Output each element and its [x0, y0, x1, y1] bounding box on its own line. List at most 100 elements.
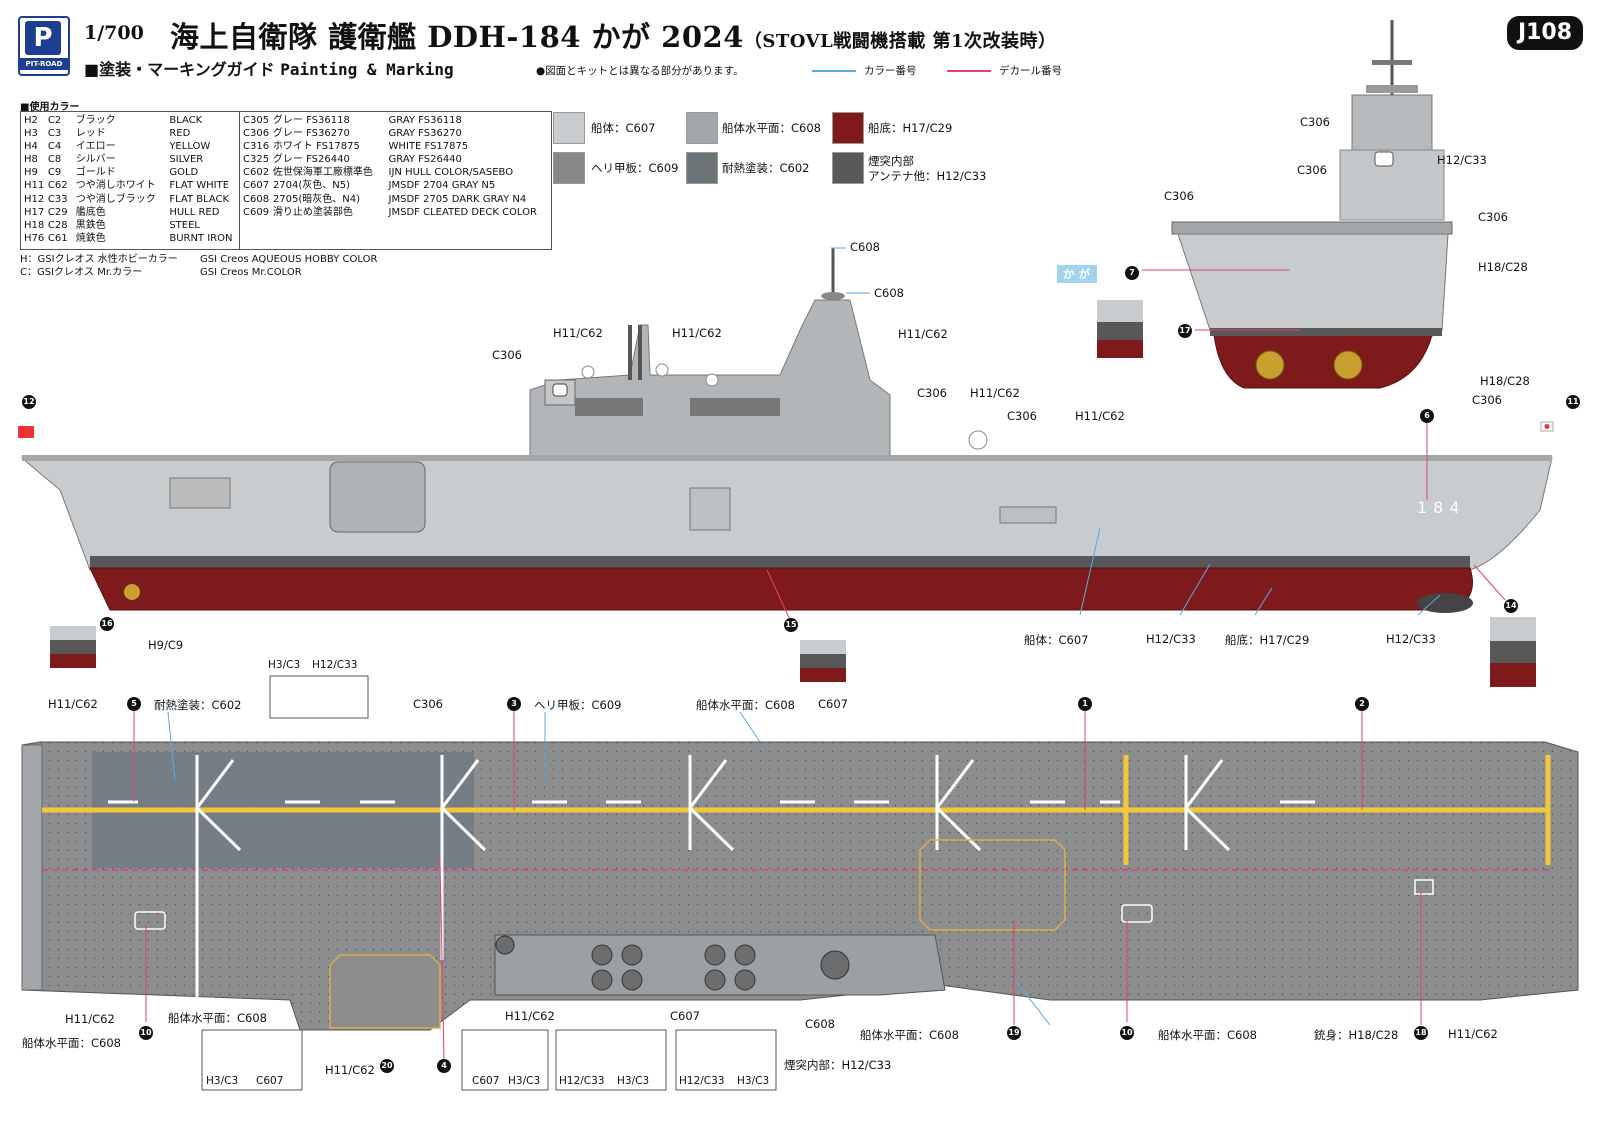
- guide-en: Painting & Marking: [280, 60, 454, 79]
- color-cell-c: C607: [243, 180, 270, 192]
- logo-mark: P: [25, 21, 61, 55]
- color-cell-c: C3: [47, 128, 62, 140]
- color-cell-c: C602: [243, 167, 270, 179]
- label-gun: 銃身：H18/C28: [1314, 1028, 1399, 1042]
- color-cell-jp: ブラック: [75, 115, 116, 126]
- color-cell-c: C608: [243, 193, 270, 205]
- page-title: 海上自衛隊 護衛艦 DDH-184 かが 2024（STOVL戦闘機搭載 第1次…: [170, 14, 1057, 56]
- label-c306-c: C306: [1007, 409, 1037, 423]
- label-deck-h11c62-b: H11/C62: [65, 1012, 115, 1026]
- decal-number-1: 1: [1078, 697, 1092, 711]
- note-c-en: GSI Creos Mr.COLOR: [200, 267, 302, 278]
- color-cell-c: C4: [47, 141, 62, 153]
- label-horiz-e: 船体水平面：C608: [1158, 1028, 1257, 1042]
- label-horiz-c: 船体水平面：C608: [22, 1036, 121, 1050]
- color-cell-en: YELLOW: [169, 141, 211, 153]
- title-main: 海上自衛隊 護衛艦 DDH-184 かが 2024: [170, 20, 744, 54]
- detail-insets: [201, 675, 777, 1091]
- label-deck-c607-b: C607: [670, 1009, 700, 1023]
- logo-text: PIT-ROAD: [20, 58, 68, 70]
- inset4-h12c33: H12/C33: [679, 1075, 725, 1087]
- color-table-title: ■使用カラー: [20, 102, 80, 113]
- swatch-bottom: [832, 112, 864, 144]
- decal-number-19: 19: [1007, 1026, 1021, 1040]
- ship-name-decal: か が: [1063, 267, 1091, 281]
- color-cell-en: GRAY FS36270: [388, 128, 462, 140]
- inset3-h3c3: H3/C3: [617, 1075, 650, 1087]
- label-deck-h11c62-c: H11/C62: [505, 1009, 555, 1023]
- color-cell-c: C8: [47, 154, 62, 166]
- color-cell-en: IJN HULL COLOR/SASEBO: [388, 167, 514, 179]
- hull-number: 184: [1417, 498, 1466, 517]
- color-table-divider: [239, 112, 240, 249]
- color-cell-en: WHITE FS17875: [388, 141, 469, 153]
- note-h-jp: H：GSIクレオス 水性ホビーカラー: [20, 254, 178, 265]
- label-c306-a: C306: [492, 348, 522, 362]
- label-horiz-d: 船体水平面：C608: [860, 1028, 959, 1042]
- swatch-horizontal: [686, 112, 718, 144]
- label-bow-c306-d: C306: [1478, 210, 1508, 224]
- color-cell-jp: シルバー: [75, 154, 116, 166]
- color-cell-en: JMSDF CLEATED DECK COLOR: [388, 206, 537, 218]
- decal-number-15: 15: [784, 618, 798, 632]
- swatch-horizontal-label: 船体水平面：C608: [722, 121, 821, 135]
- color-cell-jp: 佐世保海軍工廠標準色: [272, 167, 373, 179]
- label-deck-h11c62-d: H11/C62: [1448, 1027, 1498, 1041]
- color-cell-jp: 滑り止め塗装部色: [272, 206, 353, 218]
- color-cell-en: GOLD: [169, 167, 199, 179]
- color-cell-jp: グレー FS36270: [272, 128, 350, 140]
- color-cell-h: H76: [24, 232, 45, 244]
- label-deck-c608: C608: [805, 1017, 835, 1031]
- color-cell-h: H11: [24, 180, 45, 192]
- color-cell-h: H9: [24, 167, 38, 179]
- color-cell-jp: 黒鉄色: [75, 219, 106, 231]
- side-profile: 184: [18, 248, 1554, 613]
- color-cell-c: C2: [47, 115, 62, 126]
- product-code-badge: J108: [1507, 16, 1583, 50]
- pit-road-logo: P PIT-ROAD: [18, 16, 70, 76]
- inset1-c607: C607: [256, 1075, 284, 1087]
- color-cell-jp: レッド: [75, 128, 106, 140]
- color-cell-jp: つや消しホワイト: [75, 180, 156, 192]
- label-heli: ヘリ甲板：C609: [534, 698, 622, 712]
- color-cell-c: C33: [47, 193, 68, 205]
- color-row: H4 C4 イエロー YELLOW: [24, 140, 239, 153]
- color-cell-jp: 焼鉄色: [75, 232, 106, 244]
- label-horiz-a: 船体水平面：C608: [696, 698, 795, 712]
- color-cell-jp: つや消しブラック: [75, 193, 156, 205]
- swatch-funnel-label: 煙突内部: [868, 154, 914, 168]
- decal-number-18: 18: [1414, 1026, 1428, 1040]
- decal-number-10a: 10: [139, 1026, 153, 1040]
- legend-color-text: カラー番号: [864, 65, 917, 77]
- label-deck-c306: C306: [413, 697, 443, 711]
- swatch-hull: [553, 112, 585, 144]
- inset-swatch-strips: [50, 265, 1536, 687]
- color-cell-en: BURNT IRON: [169, 232, 233, 244]
- inset2-h3c3: H3/C3: [508, 1075, 541, 1087]
- label-heat: 耐熱塗装：C602: [154, 698, 242, 712]
- color-cell-c: C29: [47, 206, 68, 218]
- label-stern-c306: C306: [1472, 393, 1502, 407]
- color-cell-h: H4: [24, 141, 38, 153]
- legend-decal-text: デカール番号: [999, 65, 1062, 77]
- color-cell-en: GRAY FS36118: [388, 115, 462, 126]
- color-cell-jp: イエロー: [75, 141, 116, 153]
- color-cell-en: FLAT WHITE: [169, 180, 230, 192]
- label-horiz-b: 船体水平面：C608: [168, 1011, 267, 1025]
- color-cell-c: C306: [243, 128, 270, 140]
- label-deck-h11c62-e: H11/C62: [325, 1063, 375, 1077]
- color-cell-en: GRAY FS26440: [388, 154, 462, 166]
